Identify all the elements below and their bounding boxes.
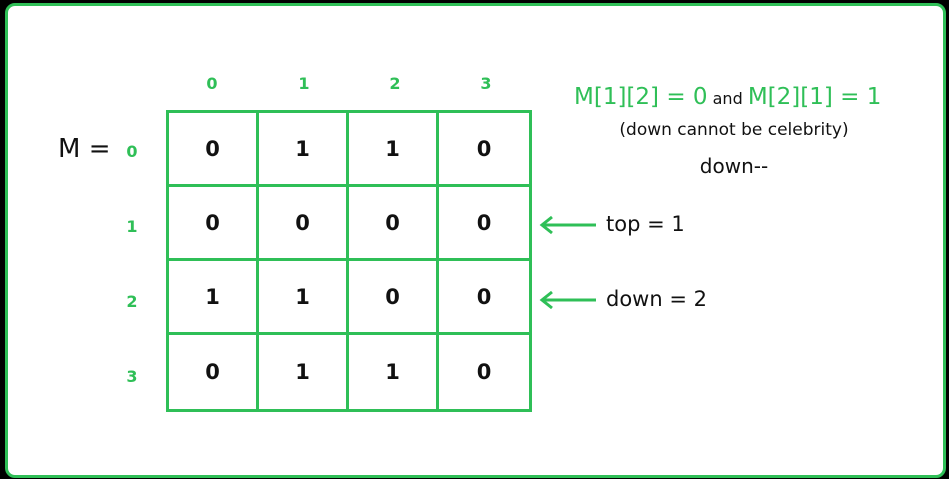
matrix-cell: 0 [259, 187, 349, 261]
matrix-cell: 1 [259, 335, 349, 409]
left-arrow-icon [539, 215, 596, 235]
matrix-cell: 1 [259, 261, 349, 335]
condition-note: (down cannot be celebrity) [619, 120, 849, 140]
left-arrow-icon [539, 290, 596, 310]
column-index-0: 0 [206, 74, 218, 93]
matrix-grid: 0 1 1 0 0 0 0 0 1 1 0 0 0 1 1 0 [166, 110, 532, 412]
column-index-1: 1 [298, 74, 310, 93]
matrix-cell: 0 [439, 261, 529, 335]
down-pointer-label: down = 2 [606, 287, 707, 311]
condition-line: M[1][2] = 0 and M[2][1] = 1 [574, 84, 894, 110]
matrix-cell: 1 [349, 113, 439, 187]
condition-joiner: and [712, 89, 743, 108]
matrix-cell: 1 [259, 113, 349, 187]
column-index-2: 2 [389, 74, 401, 93]
top-pointer-label: top = 1 [606, 212, 685, 236]
row-index-1: 1 [126, 217, 138, 236]
matrix-cell: 0 [439, 187, 529, 261]
matrix-label: M = [58, 134, 111, 164]
matrix-cell: 0 [169, 113, 259, 187]
row-index-0: 0 [126, 142, 138, 161]
condition-left: M[1][2] = 0 [574, 84, 708, 110]
matrix-cell: 0 [349, 187, 439, 261]
matrix-cell: 1 [169, 261, 259, 335]
matrix-cell: 0 [349, 261, 439, 335]
matrix-cell: 0 [439, 113, 529, 187]
diagram-frame [5, 3, 946, 478]
matrix-cell: 0 [169, 335, 259, 409]
matrix-cell: 0 [169, 187, 259, 261]
row-index-2: 2 [126, 292, 138, 311]
condition-right: M[2][1] = 1 [747, 84, 882, 110]
matrix-cell: 0 [476, 360, 492, 384]
row-index-3: 3 [126, 367, 138, 386]
matrix-cell: 1 [349, 335, 439, 409]
column-index-3: 3 [480, 74, 492, 93]
pointer-action: down-- [699, 154, 769, 178]
